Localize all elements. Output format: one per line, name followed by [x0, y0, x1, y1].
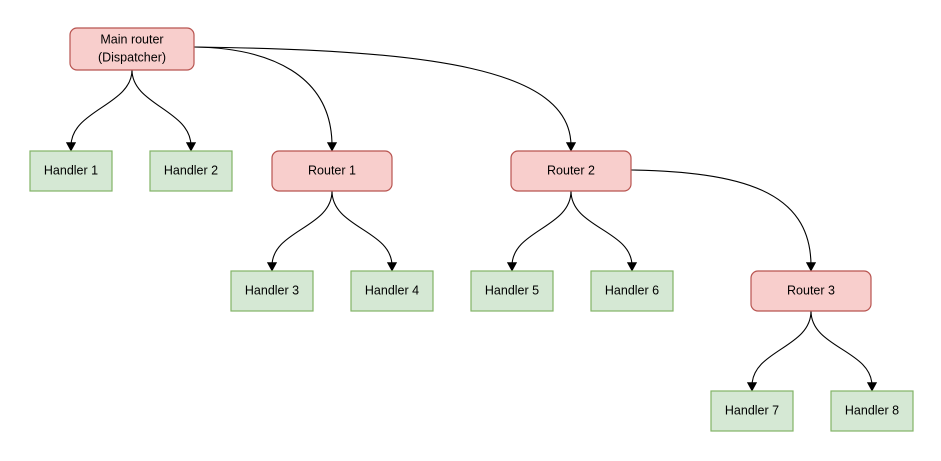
node-handler-6[interactable]: Handler 6 [590, 270, 674, 312]
edge-router-3-to-handler-8 [810, 310, 873, 387]
handler-3-box[interactable] [230, 270, 314, 312]
arrow-handler-4-icon [386, 262, 398, 272]
arrow-handler-3-icon [266, 262, 278, 272]
arrow-router-2-icon [565, 142, 577, 152]
node-handler-1[interactable]: Handler 1 [29, 150, 113, 192]
handler-4-box[interactable] [350, 270, 434, 312]
arrowheads-layer [65, 142, 878, 392]
handler-7-box[interactable] [710, 390, 794, 432]
edges-layer [70, 46, 873, 387]
node-router-1[interactable]: Router 1 [271, 150, 393, 192]
edge-main-to-handler-2 [131, 69, 192, 147]
arrow-handler-6-icon [626, 262, 638, 272]
arrow-handler-5-icon [506, 262, 518, 272]
handler-6-box[interactable] [590, 270, 674, 312]
arrow-handler-7-icon [746, 382, 758, 392]
edge-main-to-router-1 [193, 46, 333, 147]
edge-router-3-to-handler-7 [751, 310, 812, 387]
arrow-handler-1-icon [65, 142, 77, 152]
router-2-box[interactable] [510, 150, 632, 192]
main-router-box[interactable] [69, 27, 195, 71]
edge-router-2-to-handler-5 [511, 190, 572, 267]
handler-5-box[interactable] [470, 270, 554, 312]
router-3-box[interactable] [750, 270, 872, 312]
nodes-layer: Main router(Dispatcher) Handler 1 Handler … [29, 27, 914, 432]
arrow-router-1-icon [326, 142, 338, 152]
edge-router-2-to-handler-6 [570, 190, 633, 267]
node-main-router[interactable]: Main router(Dispatcher) [69, 27, 195, 71]
arrow-handler-2-icon [185, 142, 197, 152]
edge-main-to-router-2 [193, 46, 572, 147]
arrow-router-3-icon [805, 262, 817, 272]
edge-router-1-to-handler-4 [331, 190, 393, 267]
node-handler-2[interactable]: Handler 2 [149, 150, 233, 192]
node-router-2[interactable]: Router 2 [510, 150, 632, 192]
edge-router-1-to-handler-3 [271, 190, 333, 267]
node-handler-8[interactable]: Handler 8 [830, 390, 914, 432]
arrow-handler-8-icon [866, 382, 878, 392]
node-handler-7[interactable]: Handler 7 [710, 390, 794, 432]
node-router-3[interactable]: Router 3 [750, 270, 872, 312]
handler-1-box[interactable] [29, 150, 113, 192]
edge-main-to-handler-1 [70, 69, 133, 147]
node-handler-5[interactable]: Handler 5 [470, 270, 554, 312]
node-handler-3[interactable]: Handler 3 [230, 270, 314, 312]
handler-2-box[interactable] [149, 150, 233, 192]
handler-8-box[interactable] [830, 390, 914, 432]
router-1-box[interactable] [271, 150, 393, 192]
edge-router-2-to-router-3 [630, 169, 812, 267]
node-handler-4[interactable]: Handler 4 [350, 270, 434, 312]
